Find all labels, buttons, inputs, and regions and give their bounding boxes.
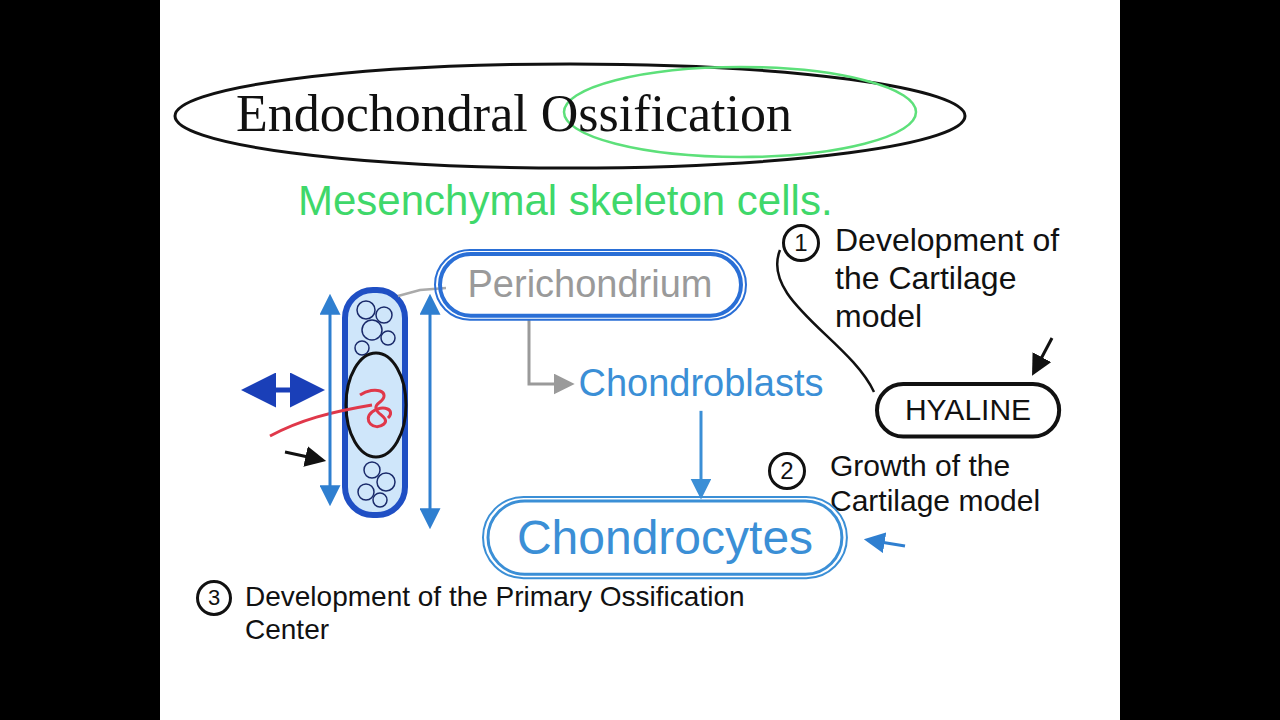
pointer-arrow bbox=[285, 452, 322, 460]
callout-number: 2 bbox=[768, 452, 806, 490]
node-text: Chondroblasts bbox=[578, 362, 823, 406]
side-bar bbox=[1120, 0, 1280, 720]
callout-number: 1 bbox=[782, 224, 820, 262]
step-text: Development of the Cartilage model bbox=[835, 222, 1110, 335]
connector-arrow bbox=[699, 411, 702, 496]
cell-loops bbox=[355, 301, 395, 507]
term-ellipse: Chondrocytes bbox=[486, 499, 844, 576]
annotation-text: Mesenchymal skeleton cells. bbox=[298, 176, 998, 226]
length-arrow bbox=[329, 298, 332, 502]
outline-stadium bbox=[488, 501, 842, 574]
width-arrow bbox=[248, 388, 318, 393]
outline-stadium bbox=[877, 384, 1059, 437]
title-ellipse bbox=[175, 64, 965, 168]
step-text: Development of the Primary Ossification … bbox=[245, 580, 805, 646]
length-arrow bbox=[429, 298, 432, 525]
ossification-ring bbox=[346, 353, 406, 457]
blood-vessel bbox=[360, 390, 391, 426]
pointer-arrow bbox=[1034, 338, 1052, 372]
node-text: HYALINE bbox=[905, 393, 1031, 428]
step-text: Growth of the Cartilage model bbox=[830, 448, 1112, 519]
term-ellipse: HYALINE bbox=[875, 382, 1061, 439]
outline-stadium bbox=[440, 254, 741, 316]
cartilage-model bbox=[345, 290, 405, 515]
pointer-arrow bbox=[868, 540, 905, 546]
callout-number: 3 bbox=[196, 580, 232, 616]
term-ellipse: Perichondrium bbox=[438, 252, 743, 318]
outline-stadium bbox=[483, 497, 847, 578]
node-text: Perichondrium bbox=[468, 263, 713, 307]
outline-stadium bbox=[435, 250, 746, 320]
term-text-node: Chondroblasts bbox=[574, 359, 827, 409]
node-text: Chondrocytes bbox=[517, 510, 813, 565]
vessel-line bbox=[270, 405, 372, 436]
title-text: Endochondral Ossification bbox=[236, 84, 792, 144]
side-bar bbox=[0, 0, 160, 720]
connector-arrow bbox=[529, 320, 570, 384]
